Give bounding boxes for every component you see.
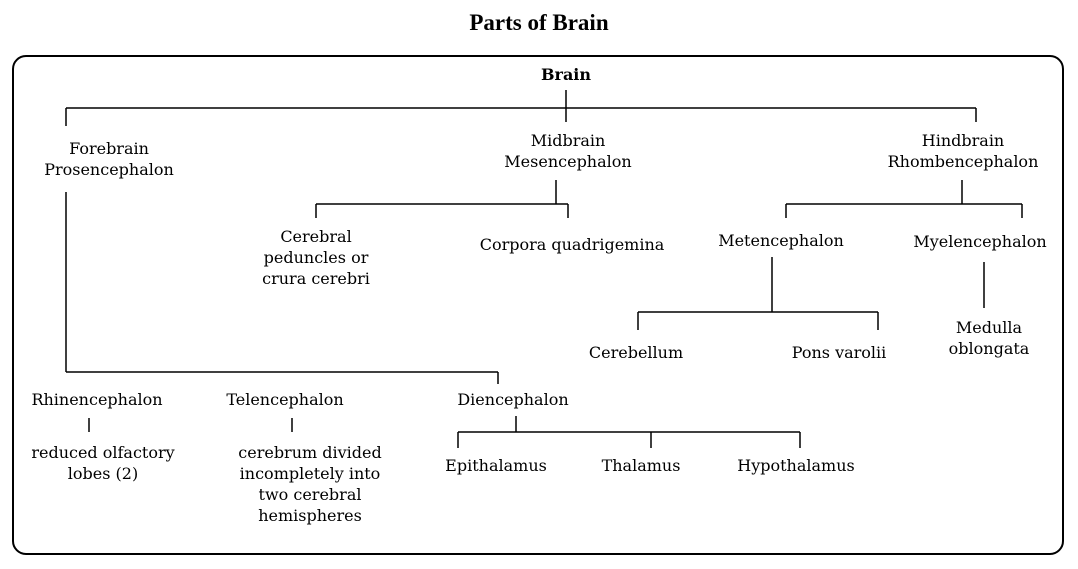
node-label-line: cerebrum divided (238, 443, 382, 462)
node-label-line: Midbrain (530, 131, 606, 150)
node-diencephalon: Diencephalon (457, 389, 568, 410)
node-label-line: lobes (2) (67, 464, 139, 483)
node-label-line: Thalamus (601, 456, 681, 475)
node-label-line: Forebrain (69, 139, 149, 158)
node-label-line: Rhinencephalon (31, 390, 163, 409)
node-label-line: Brain (540, 65, 592, 84)
node-label-line: Cerebral (280, 227, 352, 246)
node-myelencephalon: Myelencephalon (913, 231, 1046, 252)
node-label-line: reduced olfactory (31, 443, 175, 462)
node-cerebral-peduncles: Cerebral peduncles or crura cerebri (262, 226, 370, 289)
node-thalamus: Thalamus (602, 455, 681, 476)
node-label-line: Rhombencephalon (887, 152, 1039, 171)
node-label-line: Telencephalon (226, 390, 344, 409)
node-epithalamus: Epithalamus (445, 455, 547, 476)
node-label-line: Mesencephalon (504, 152, 632, 171)
node-label-line: Cerebellum (588, 343, 684, 362)
node-brain: Brain (541, 64, 591, 85)
node-label-line: incompletely into (239, 464, 381, 483)
node-rhinencephalon: Rhinencephalon (31, 389, 162, 410)
node-label-line: two cerebral (258, 485, 362, 504)
node-medulla-oblongata: Medulla oblongata (949, 317, 1030, 359)
node-label-line: Medulla (955, 318, 1023, 337)
node-rhinencephalon-detail: reduced olfactory lobes (2) (31, 442, 174, 484)
node-label-line: peduncles or (263, 248, 369, 267)
diagram-title: Parts of Brain (469, 10, 609, 35)
node-label-line: oblongata (948, 339, 1030, 358)
node-telencephalon: Telencephalon (226, 389, 343, 410)
node-label-line: Corpora quadrigemina (479, 235, 665, 254)
node-label-line: Diencephalon (457, 390, 569, 409)
node-corpora-quadrigemina: Corpora quadrigemina (480, 234, 665, 255)
diagram-frame (12, 55, 1064, 555)
node-metencephalon: Metencephalon (718, 230, 844, 251)
node-hypothalamus: Hypothalamus (737, 455, 854, 476)
node-label-line: Myelencephalon (913, 232, 1047, 251)
node-label-line: Hindbrain (921, 131, 1005, 150)
node-label-line: crura cerebri (262, 269, 370, 288)
node-label-line: Hypothalamus (737, 456, 855, 475)
node-label-line: hemispheres (258, 506, 362, 525)
node-label-line: Prosencephalon (44, 160, 174, 179)
node-pons-varolii: Pons varolii (792, 342, 887, 363)
node-label-line: Epithalamus (445, 456, 547, 475)
node-label-line: Pons varolii (791, 343, 887, 362)
node-label-line: Metencephalon (718, 231, 844, 250)
node-telencephalon-detail: cerebrum divided incompletely into two cer… (238, 442, 381, 526)
node-cerebellum: Cerebellum (589, 342, 683, 363)
